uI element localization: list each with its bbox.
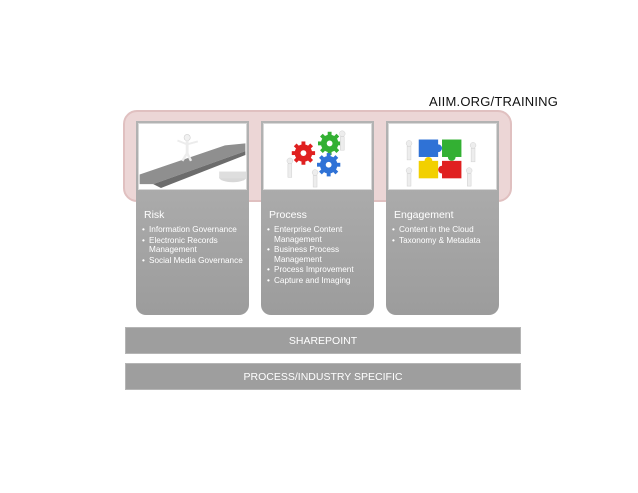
risk-column: Risk Information Governance Electronic R… <box>136 121 249 315</box>
risk-bullet-list: Information Governance Electronic Record… <box>142 225 246 266</box>
list-item: Process Improvement <box>267 265 371 275</box>
url-label: AIIM.ORG/TRAINING <box>429 94 559 109</box>
list-item: Electronic Records Management <box>142 236 246 255</box>
list-item: Content in the Cloud <box>392 225 496 235</box>
engagement-title: Engagement <box>394 209 454 221</box>
engagement-bullet-list: Content in the Cloud Taxonomy & Metadata <box>392 225 496 246</box>
process-industry-bar: PROCESS/INDUSTRY SPECIFIC <box>125 363 521 390</box>
process-bullet-list: Enterprise Content Management Business P… <box>267 225 371 287</box>
process-image <box>263 123 372 190</box>
list-item: Taxonomy & Metadata <box>392 236 496 246</box>
list-item: Business Process Management <box>267 245 371 264</box>
list-item: Information Governance <box>142 225 246 235</box>
risk-title: Risk <box>144 209 165 221</box>
list-item: Social Media Governance <box>142 256 246 266</box>
engagement-column: Engagement Content in the Cloud Taxonomy… <box>386 121 499 315</box>
process-title: Process <box>269 209 307 221</box>
process-column: Process Enterprise Content Management Bu… <box>261 121 374 315</box>
list-item: Capture and Imaging <box>267 276 371 286</box>
list-item: Enterprise Content Management <box>267 225 371 244</box>
sharepoint-bar: SHAREPOINT <box>125 327 521 354</box>
risk-image <box>138 123 247 190</box>
engagement-image <box>388 123 497 190</box>
